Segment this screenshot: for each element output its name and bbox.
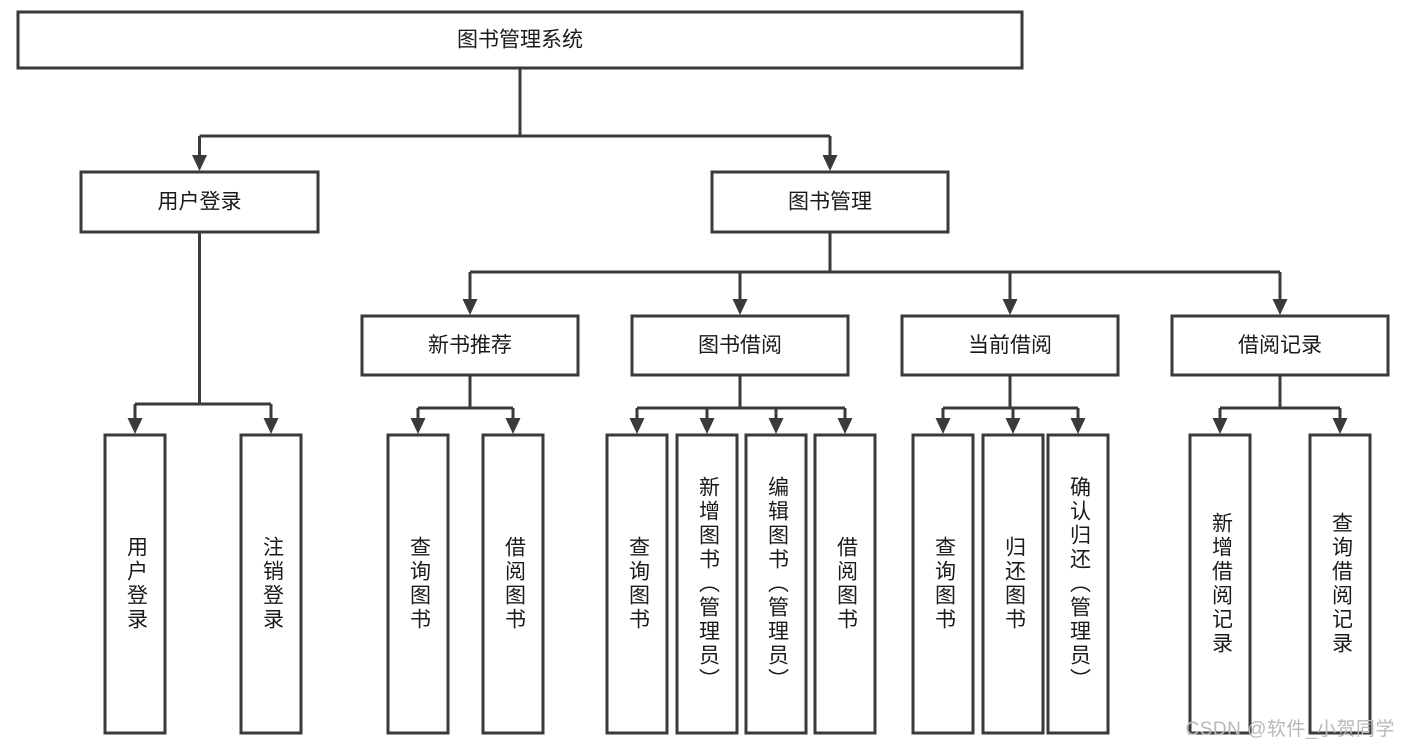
borrow-arrow-6-arrowhead-icon	[768, 418, 784, 434]
root-label-0: 图书管理系统	[457, 29, 583, 52]
current-arrow-9-arrowhead-icon	[1005, 418, 1021, 434]
newbook-arrow-3-arrowhead-icon	[505, 418, 521, 434]
leaf-box-11[interactable]	[1188, 433, 1252, 735]
level3-label-2: 当前借阅	[968, 334, 1052, 357]
level3-label-0: 新书推荐	[428, 334, 512, 357]
level3-box-3[interactable]	[1170, 314, 1390, 377]
userlogin-arrow-1-arrowhead-icon	[263, 418, 279, 434]
root-to-level2-1-arrowhead-icon	[822, 155, 838, 171]
level3-in-3-arrowhead-icon	[1272, 299, 1288, 315]
current-arrow-10-arrowhead-icon	[1070, 418, 1086, 434]
leaf-box-8[interactable]	[911, 433, 975, 735]
borrow-arrow-4-arrowhead-icon	[629, 418, 645, 434]
root-to-level2-0-arrowhead-icon	[192, 155, 207, 171]
leaf-box-0[interactable]	[103, 433, 167, 735]
leaf-box-4[interactable]	[605, 433, 669, 735]
level3-box-1[interactable]	[630, 314, 850, 377]
leaf-box-1[interactable]	[239, 433, 303, 735]
leaf-box-7[interactable]	[813, 433, 877, 735]
leaf-box-2[interactable]	[386, 433, 450, 735]
level3-in-1-arrowhead-icon	[732, 299, 748, 315]
leaf-box-5[interactable]	[675, 433, 739, 735]
userlogin-arrow-0-arrowhead-icon	[127, 418, 143, 434]
record-arrow-12-arrowhead-icon	[1332, 418, 1348, 434]
level3-in-2-arrowhead-icon	[1002, 299, 1018, 315]
current-arrow-8-arrowhead-icon	[935, 418, 951, 434]
borrow-arrow-5-arrowhead-icon	[699, 418, 715, 434]
box-layer	[16, 10, 1390, 735]
leaf-box-10[interactable]	[1046, 433, 1110, 735]
level2-label-0: 用户登录	[158, 191, 242, 214]
connector-layer	[127, 68, 1348, 434]
level2-box-1[interactable]	[710, 170, 950, 234]
level3-label-3: 借阅记录	[1238, 334, 1322, 357]
leaf-box-12[interactable]	[1308, 433, 1372, 735]
watermark-text: CSDN @软件_小贺同学	[1185, 719, 1395, 740]
borrow-arrow-7-arrowhead-icon	[837, 418, 853, 434]
newbook-arrow-2-arrowhead-icon	[410, 418, 426, 434]
record-arrow-11-arrowhead-icon	[1212, 418, 1228, 434]
level2-box-0[interactable]	[79, 170, 320, 234]
level3-in-0-arrowhead-icon	[462, 299, 478, 315]
leaf-box-6[interactable]	[744, 433, 808, 735]
level3-box-0[interactable]	[360, 314, 580, 377]
root-box-0[interactable]	[16, 10, 1024, 70]
leaf-box-9[interactable]	[981, 433, 1045, 735]
level3-box-2[interactable]	[900, 314, 1120, 377]
level2-label-1: 图书管理	[788, 191, 872, 214]
leaf-box-3[interactable]	[481, 433, 545, 735]
level3-label-1: 图书借阅	[698, 334, 782, 357]
